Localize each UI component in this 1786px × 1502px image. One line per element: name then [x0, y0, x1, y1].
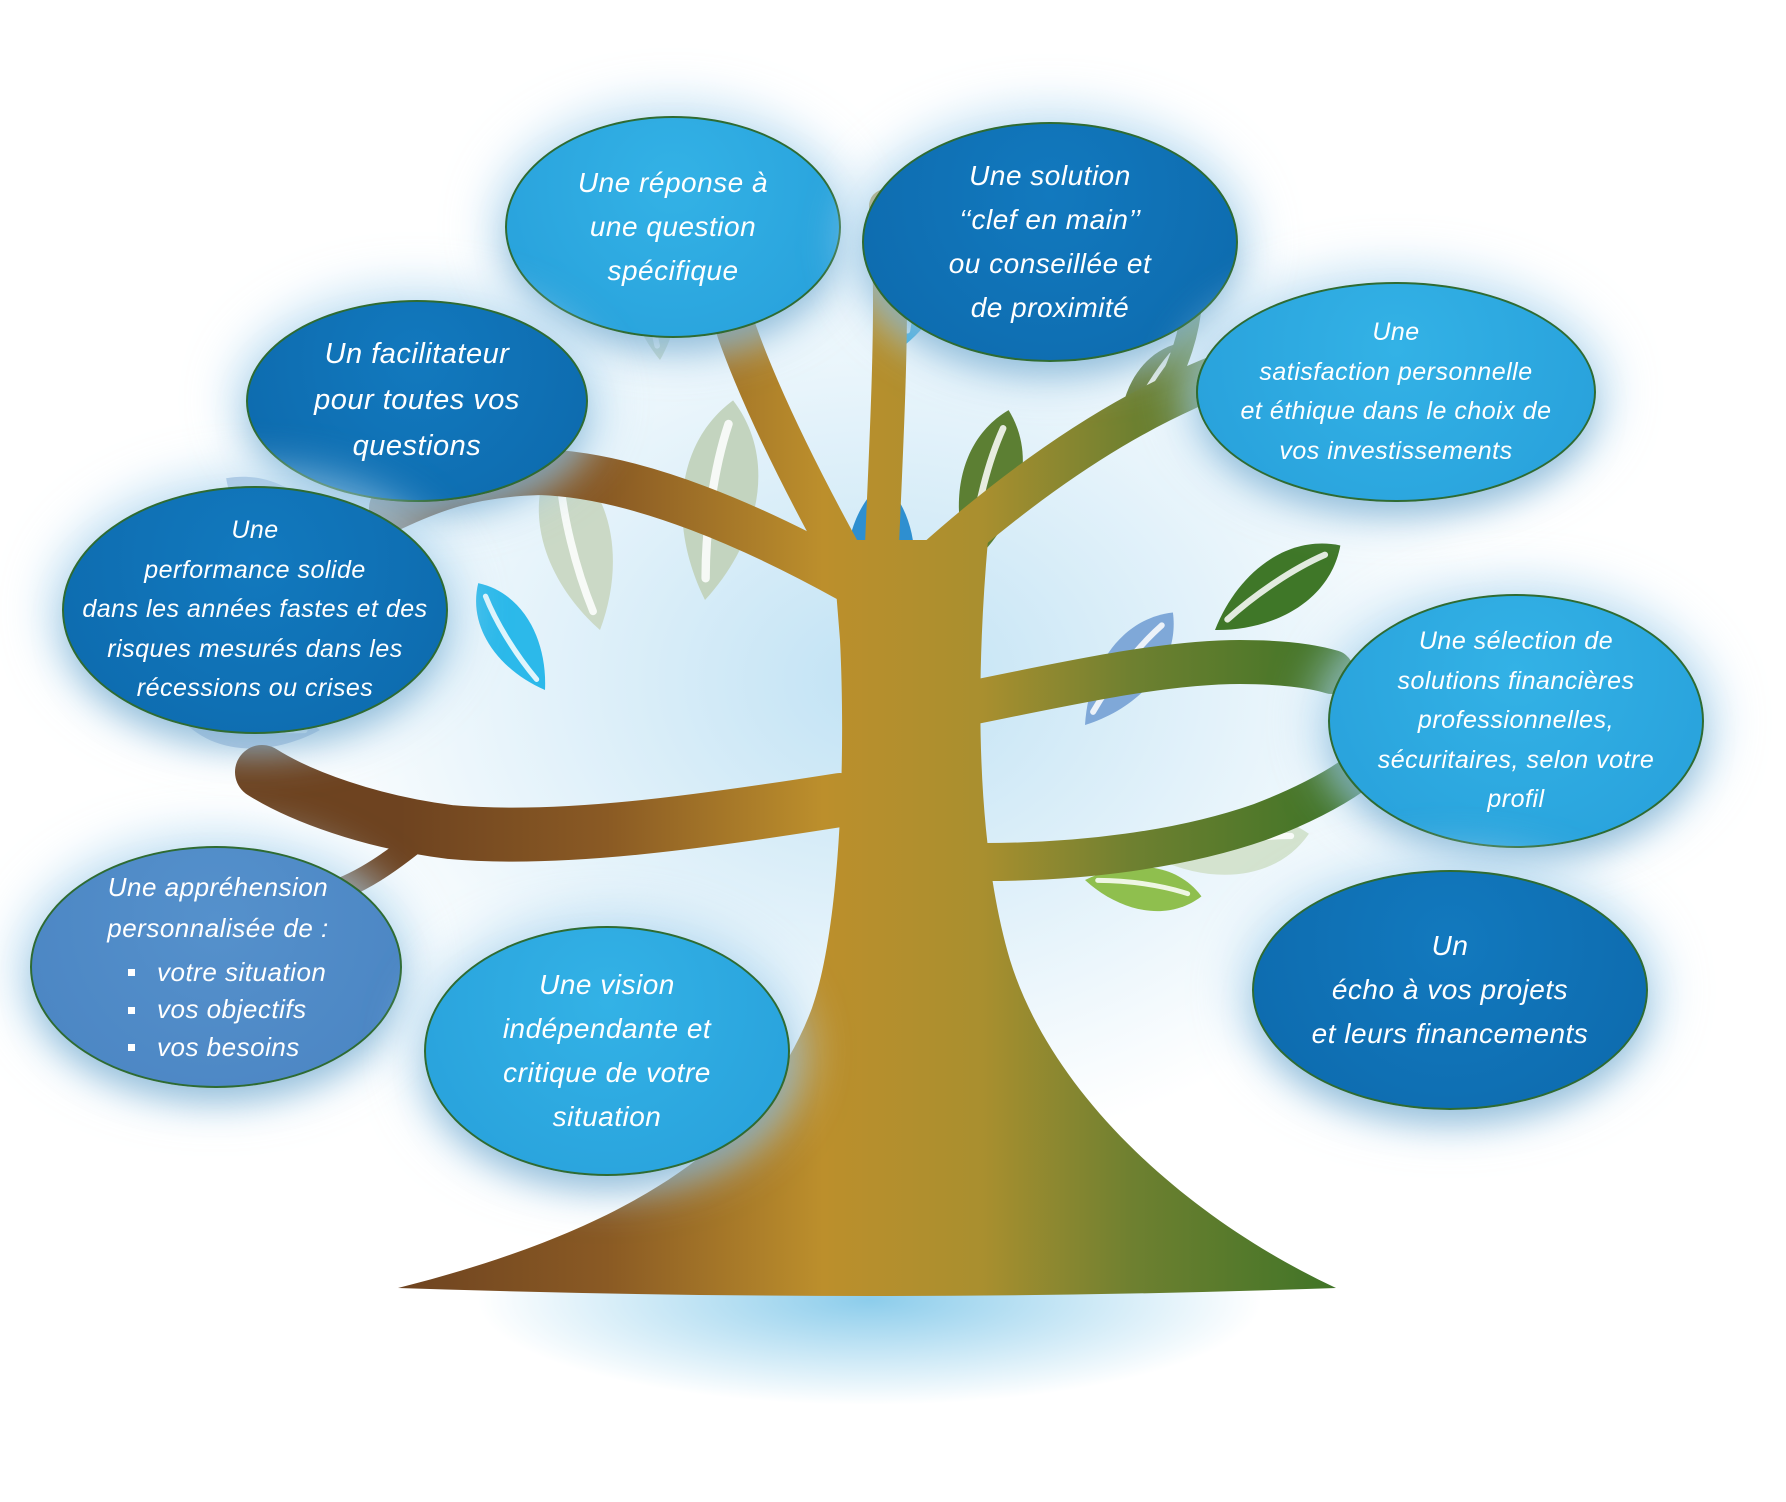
- bubble-vision: Une vision indépendante et critique de v…: [424, 926, 790, 1176]
- tree-branch: [966, 757, 1371, 881]
- bubble-echo: Un écho à vos projets et leurs financeme…: [1252, 870, 1648, 1110]
- bubble-reponse-question: Une réponse à une question spécifique: [505, 116, 841, 338]
- bubble-apprehension: Une appréhension personnalisée de : votr…: [30, 846, 402, 1088]
- leaf-icon: [459, 571, 565, 702]
- bullet-text: vos objectifs: [157, 994, 307, 1025]
- bullet-square-icon: [128, 1044, 135, 1052]
- bullet-text: votre situation: [157, 956, 327, 987]
- bubble-text: Un facilitateur pour toutes vos question…: [314, 338, 520, 462]
- bubble-text: Une appréhension personnalisée de :: [107, 872, 329, 944]
- bubble-satisfaction: Une satisfaction personnelle et éthique …: [1196, 282, 1596, 502]
- bullet-item: vos objectifs: [128, 991, 326, 1029]
- bubble-text: Un écho à vos projets et leurs financeme…: [1311, 929, 1589, 1050]
- tree-trunk: [398, 540, 1336, 1296]
- bubble-solution-clef-en-main: Une solution ‘‘clef en main’’ ou conseil…: [862, 122, 1238, 362]
- bubble-text: Une réponse à une question spécifique: [577, 166, 769, 287]
- bullet-list: votre situation vos objectifs vos besoin…: [88, 954, 326, 1067]
- bubble-text: Une performance solide dans les années f…: [82, 516, 428, 703]
- bubble-performance: Une performance solide dans les années f…: [62, 486, 448, 734]
- bullet-item: vos besoins: [128, 1029, 326, 1067]
- bubble-text: Une satisfaction personnelle et éthique …: [1240, 318, 1552, 465]
- bullet-item: votre situation: [128, 954, 326, 992]
- tree-branch: [235, 745, 867, 862]
- bubble-selection: Une sélection de solutions financières p…: [1328, 594, 1704, 848]
- tree-branch: [938, 639, 1354, 727]
- leaf-icon: [1200, 522, 1356, 652]
- bubble-text: Une sélection de solutions financières p…: [1377, 627, 1655, 814]
- bullet-square-icon: [128, 968, 135, 976]
- bullet-square-icon: [128, 1006, 135, 1014]
- bubble-facilitateur: Un facilitateur pour toutes vos question…: [246, 300, 588, 502]
- bullet-text: vos besoins: [157, 1031, 300, 1062]
- bubble-text: Une vision indépendante et critique de v…: [502, 968, 712, 1133]
- bubble-text: Une solution ‘‘clef en main’’ ou conseil…: [948, 159, 1152, 324]
